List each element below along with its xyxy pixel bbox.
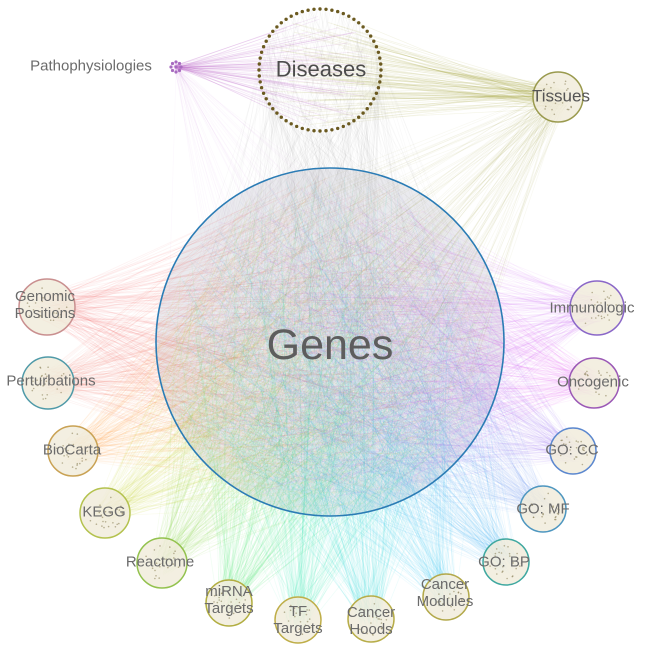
base-layer [156, 168, 504, 516]
tissues-node[interactable] [532, 71, 584, 123]
tf-targets-node[interactable] [274, 596, 322, 644]
perturbations-node[interactable] [21, 356, 75, 410]
go-cc-node[interactable] [549, 427, 597, 475]
go-bp-node[interactable] [482, 538, 530, 586]
immunologic-node[interactable] [569, 280, 625, 336]
genomic-positions-node[interactable] [18, 278, 76, 336]
cancer-hoods-node[interactable] [347, 595, 395, 643]
reactome-node[interactable] [136, 537, 188, 589]
genes-node[interactable] [155, 167, 505, 517]
edge-layer [31, 8, 612, 632]
cancer-modules-node[interactable] [422, 573, 470, 621]
diseases-node[interactable] [257, 7, 383, 133]
kegg-node[interactable] [79, 487, 131, 539]
go-mf-node[interactable] [519, 485, 567, 533]
node-layer [18, 7, 625, 644]
biocarta-node[interactable] [47, 425, 99, 477]
pathophysiologies-node[interactable] [169, 60, 183, 74]
mirna-targets-node[interactable] [205, 579, 253, 627]
oncogenic-node[interactable] [568, 357, 620, 409]
